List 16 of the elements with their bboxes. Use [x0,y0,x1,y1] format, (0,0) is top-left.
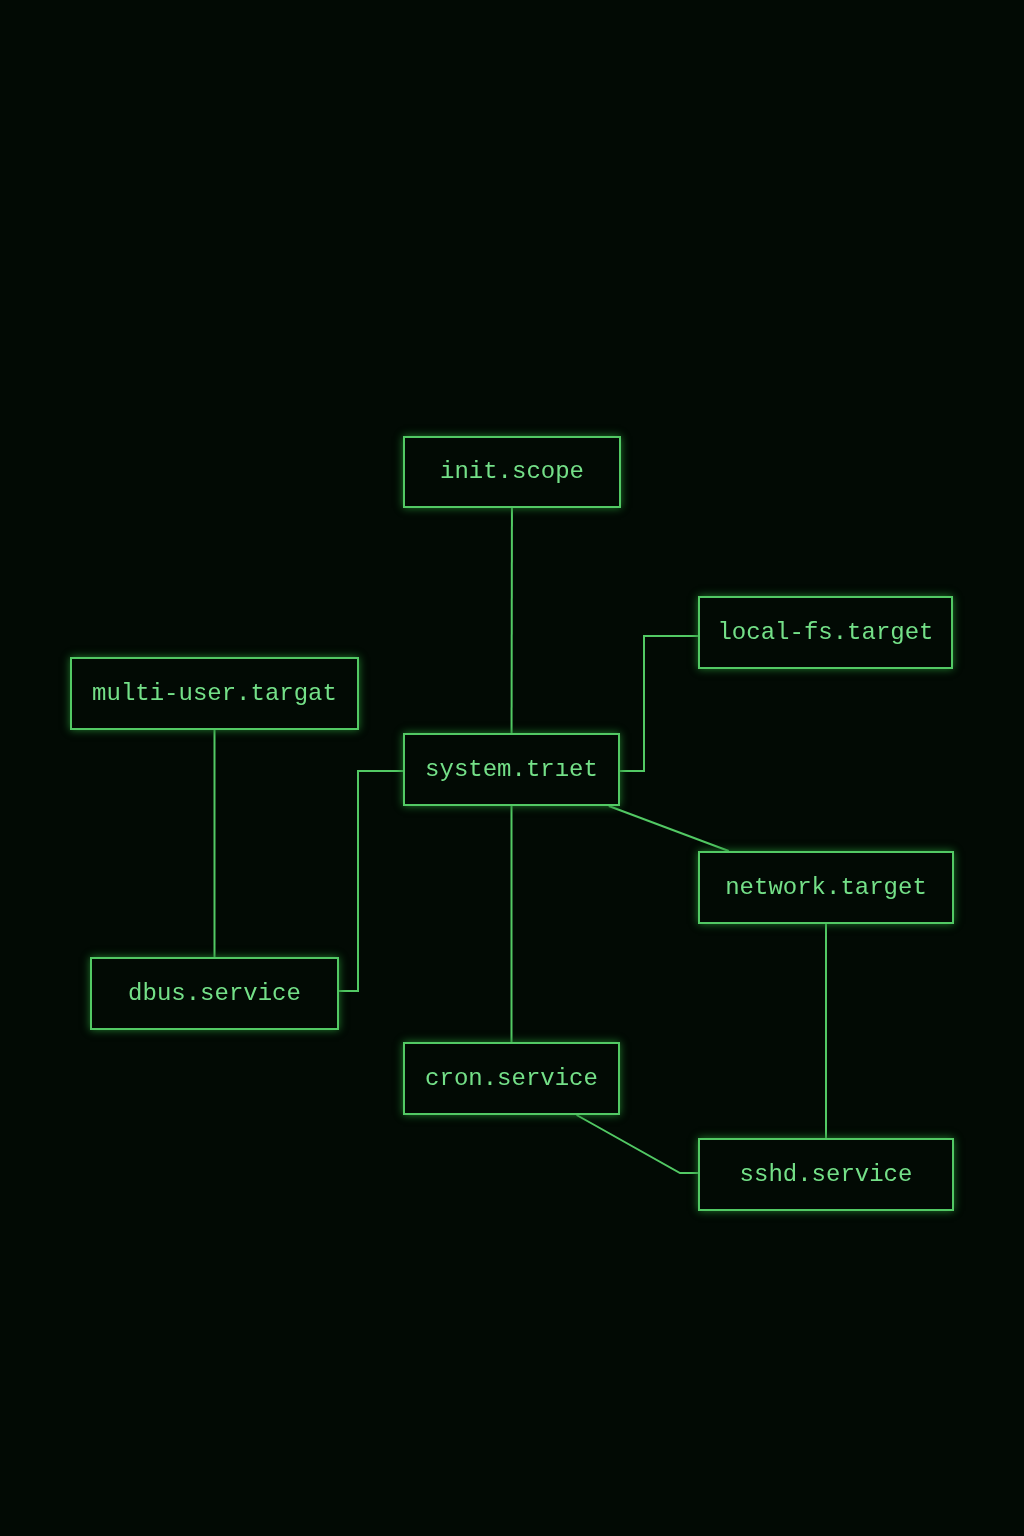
unit-box: sshd.service [698,1138,954,1211]
unit-box: cron.service [403,1042,620,1115]
unit-box: local-fs.target [698,596,953,669]
connector-line [510,507,513,734]
unit-box: init.scope [403,436,621,508]
connector-line [619,635,699,772]
connector-line [213,729,216,958]
connector-line [607,805,730,852]
connector-line [338,770,404,992]
connector-line [510,805,513,1043]
unit-box: system.trıet [403,733,620,806]
connector-line [825,923,827,1139]
connector-line [575,1114,699,1174]
unit-box: network.target [698,851,954,924]
unit-box: dbus.service [90,957,339,1030]
unit-box: multi-user.targat [70,657,359,730]
